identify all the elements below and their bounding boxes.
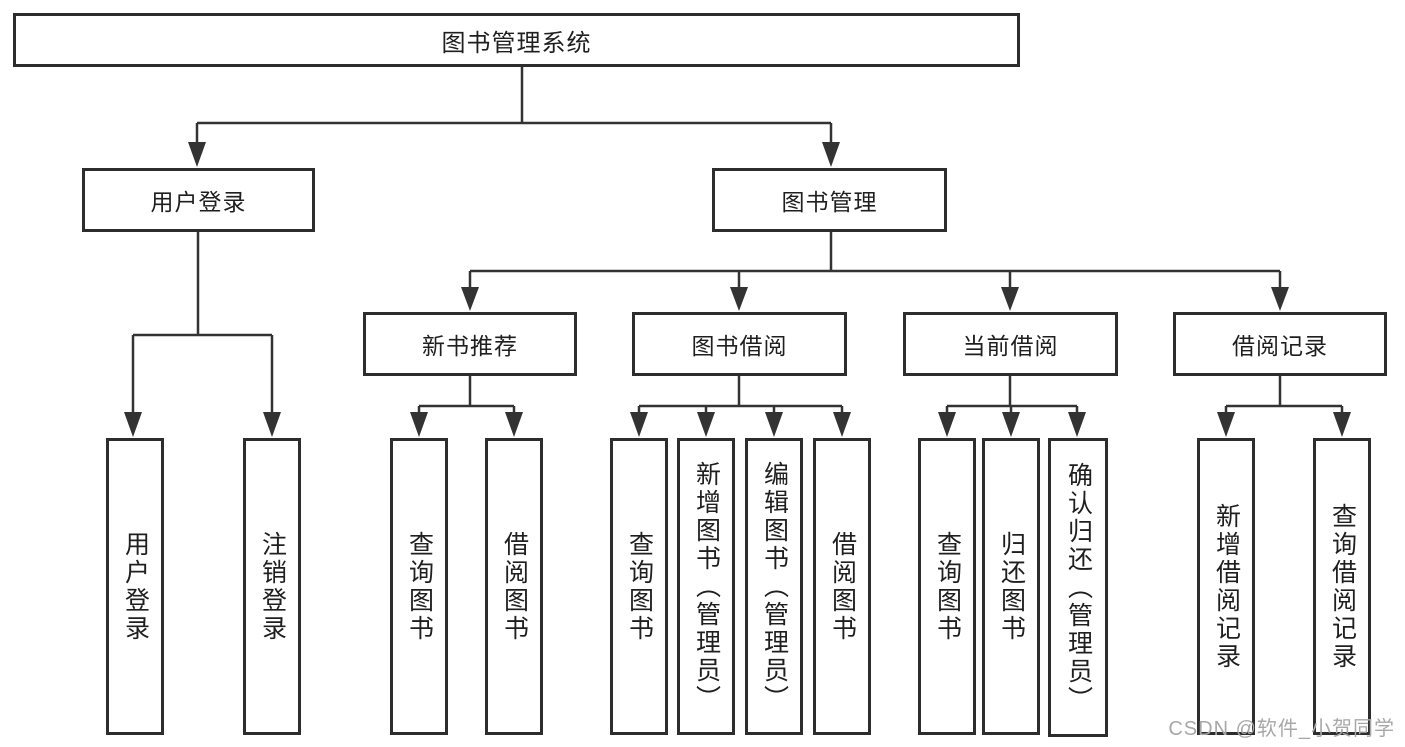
- csdn-watermark: CSDN @软件_小贺同学: [1168, 718, 1395, 740]
- leaf-query-books-3: 查询图书: [918, 438, 976, 735]
- leaf-query-borrow-record: 查询借阅记录: [1313, 438, 1371, 735]
- leaf-confirm-return-admin: 确认归还（管理员）: [1048, 438, 1108, 737]
- node-library-system: 图书管理系统: [13, 13, 1020, 67]
- leaf-logout: 注销登录: [243, 438, 301, 735]
- leaf-query-books-1: 查询图书: [390, 438, 448, 735]
- leaf-return-books: 归还图书: [982, 438, 1040, 735]
- connector-user-login: [124, 231, 281, 437]
- connector-book-borrowing: [630, 375, 851, 437]
- connector-book-management: [461, 231, 1289, 311]
- connector-current-borrowing: [938, 375, 1086, 437]
- connector-root: [188, 66, 840, 167]
- node-book-borrowing: 图书借阅: [632, 312, 847, 376]
- leaf-user-login: 用户登录: [106, 438, 164, 735]
- leaf-add-books-admin: 新增图书（管理员）: [677, 438, 735, 735]
- leaf-edit-books-admin: 编辑图书（管理员）: [745, 438, 803, 735]
- connector-borrow-records: [1217, 375, 1351, 437]
- node-book-management: 图书管理: [712, 168, 947, 232]
- leaf-add-borrow-record: 新增借阅记录: [1197, 438, 1255, 735]
- node-current-borrowing: 当前借阅: [903, 312, 1118, 376]
- leaf-borrow-books-1: 借阅图书: [485, 438, 543, 735]
- node-borrow-records: 借阅记录: [1173, 312, 1387, 376]
- node-new-book-recommend: 新书推荐: [363, 312, 577, 376]
- leaf-query-books-2: 查询图书: [610, 438, 668, 735]
- leaf-borrow-books-2: 借阅图书: [813, 438, 871, 735]
- connector-new-book: [410, 375, 523, 437]
- node-user-login: 用户登录: [82, 168, 315, 232]
